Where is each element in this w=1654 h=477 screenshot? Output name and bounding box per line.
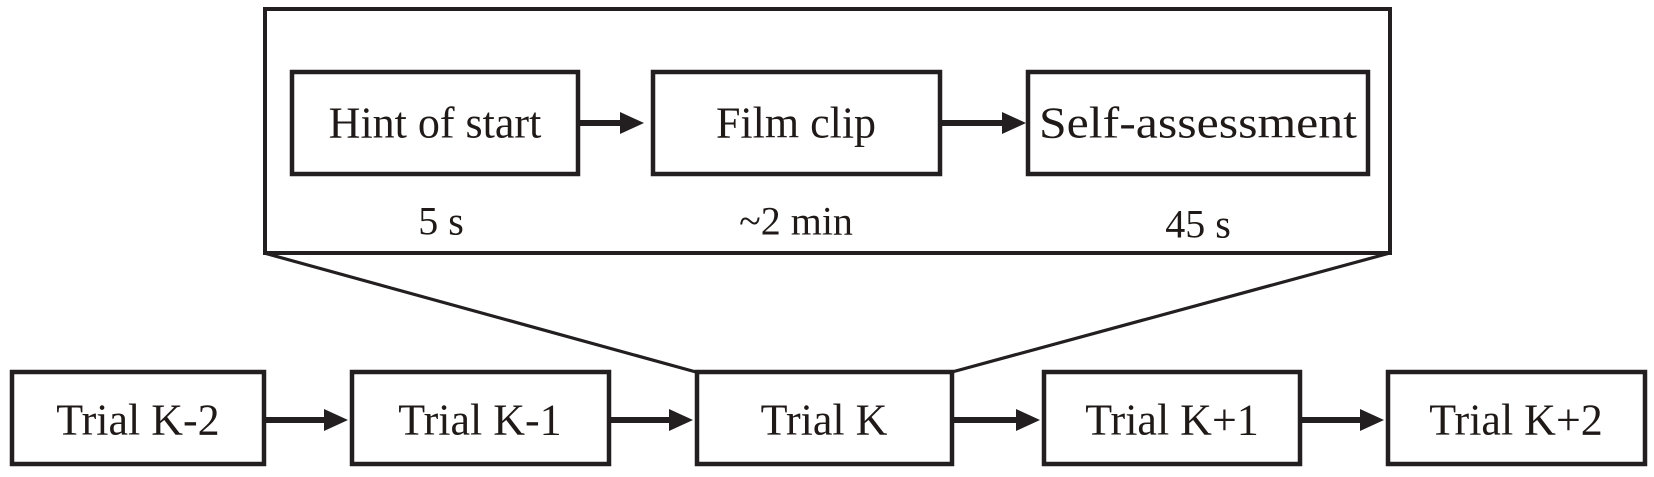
arrow-trial-3-to-4 xyxy=(952,409,1040,431)
trial-box xyxy=(694,369,955,467)
zoom-connector-right xyxy=(951,251,1391,374)
step-label: Film clip xyxy=(716,99,876,148)
step-film-clip: Film clip ~2 min xyxy=(650,69,943,244)
step-box xyxy=(289,69,581,177)
trial-label: Trial K+2 xyxy=(1429,396,1603,445)
trial-label: Trial K+1 xyxy=(1085,396,1259,445)
zoom-connector-left xyxy=(263,251,697,374)
trial-k: Trial K xyxy=(694,369,955,467)
step-box xyxy=(1025,69,1371,177)
arrow-trial-1-to-2 xyxy=(264,409,348,431)
step-duration: ~2 min xyxy=(739,199,853,244)
trial-label: Trial K-2 xyxy=(56,396,219,445)
arrow-trial-2-to-3 xyxy=(609,409,693,431)
trial-label: Trial K-1 xyxy=(398,396,561,445)
trial-box xyxy=(349,369,612,467)
arrow-hint-to-film xyxy=(578,112,644,134)
trial-label: Trial K xyxy=(761,396,888,445)
trial-k-plus-1: Trial K+1 xyxy=(1041,369,1303,467)
arrow-trial-4-to-5 xyxy=(1300,409,1384,431)
trial-box xyxy=(1385,369,1648,467)
step-hint-of-start: Hint of start 5 s xyxy=(289,69,581,244)
step-label: Hint of start xyxy=(329,99,542,148)
trial-k-minus-1: Trial K-1 xyxy=(349,369,612,467)
step-label: Self-assessment xyxy=(1039,99,1357,148)
arrow-film-to-assessment xyxy=(940,112,1026,134)
trial-k-minus-2: Trial K-2 xyxy=(9,369,267,467)
step-duration: 5 s xyxy=(418,199,464,244)
step-duration: 45 s xyxy=(1165,202,1231,247)
trial-box xyxy=(1041,369,1303,467)
trial-k-plus-2: Trial K+2 xyxy=(1385,369,1648,467)
step-self-assessment: Self-assessment 45 s xyxy=(1025,69,1371,247)
